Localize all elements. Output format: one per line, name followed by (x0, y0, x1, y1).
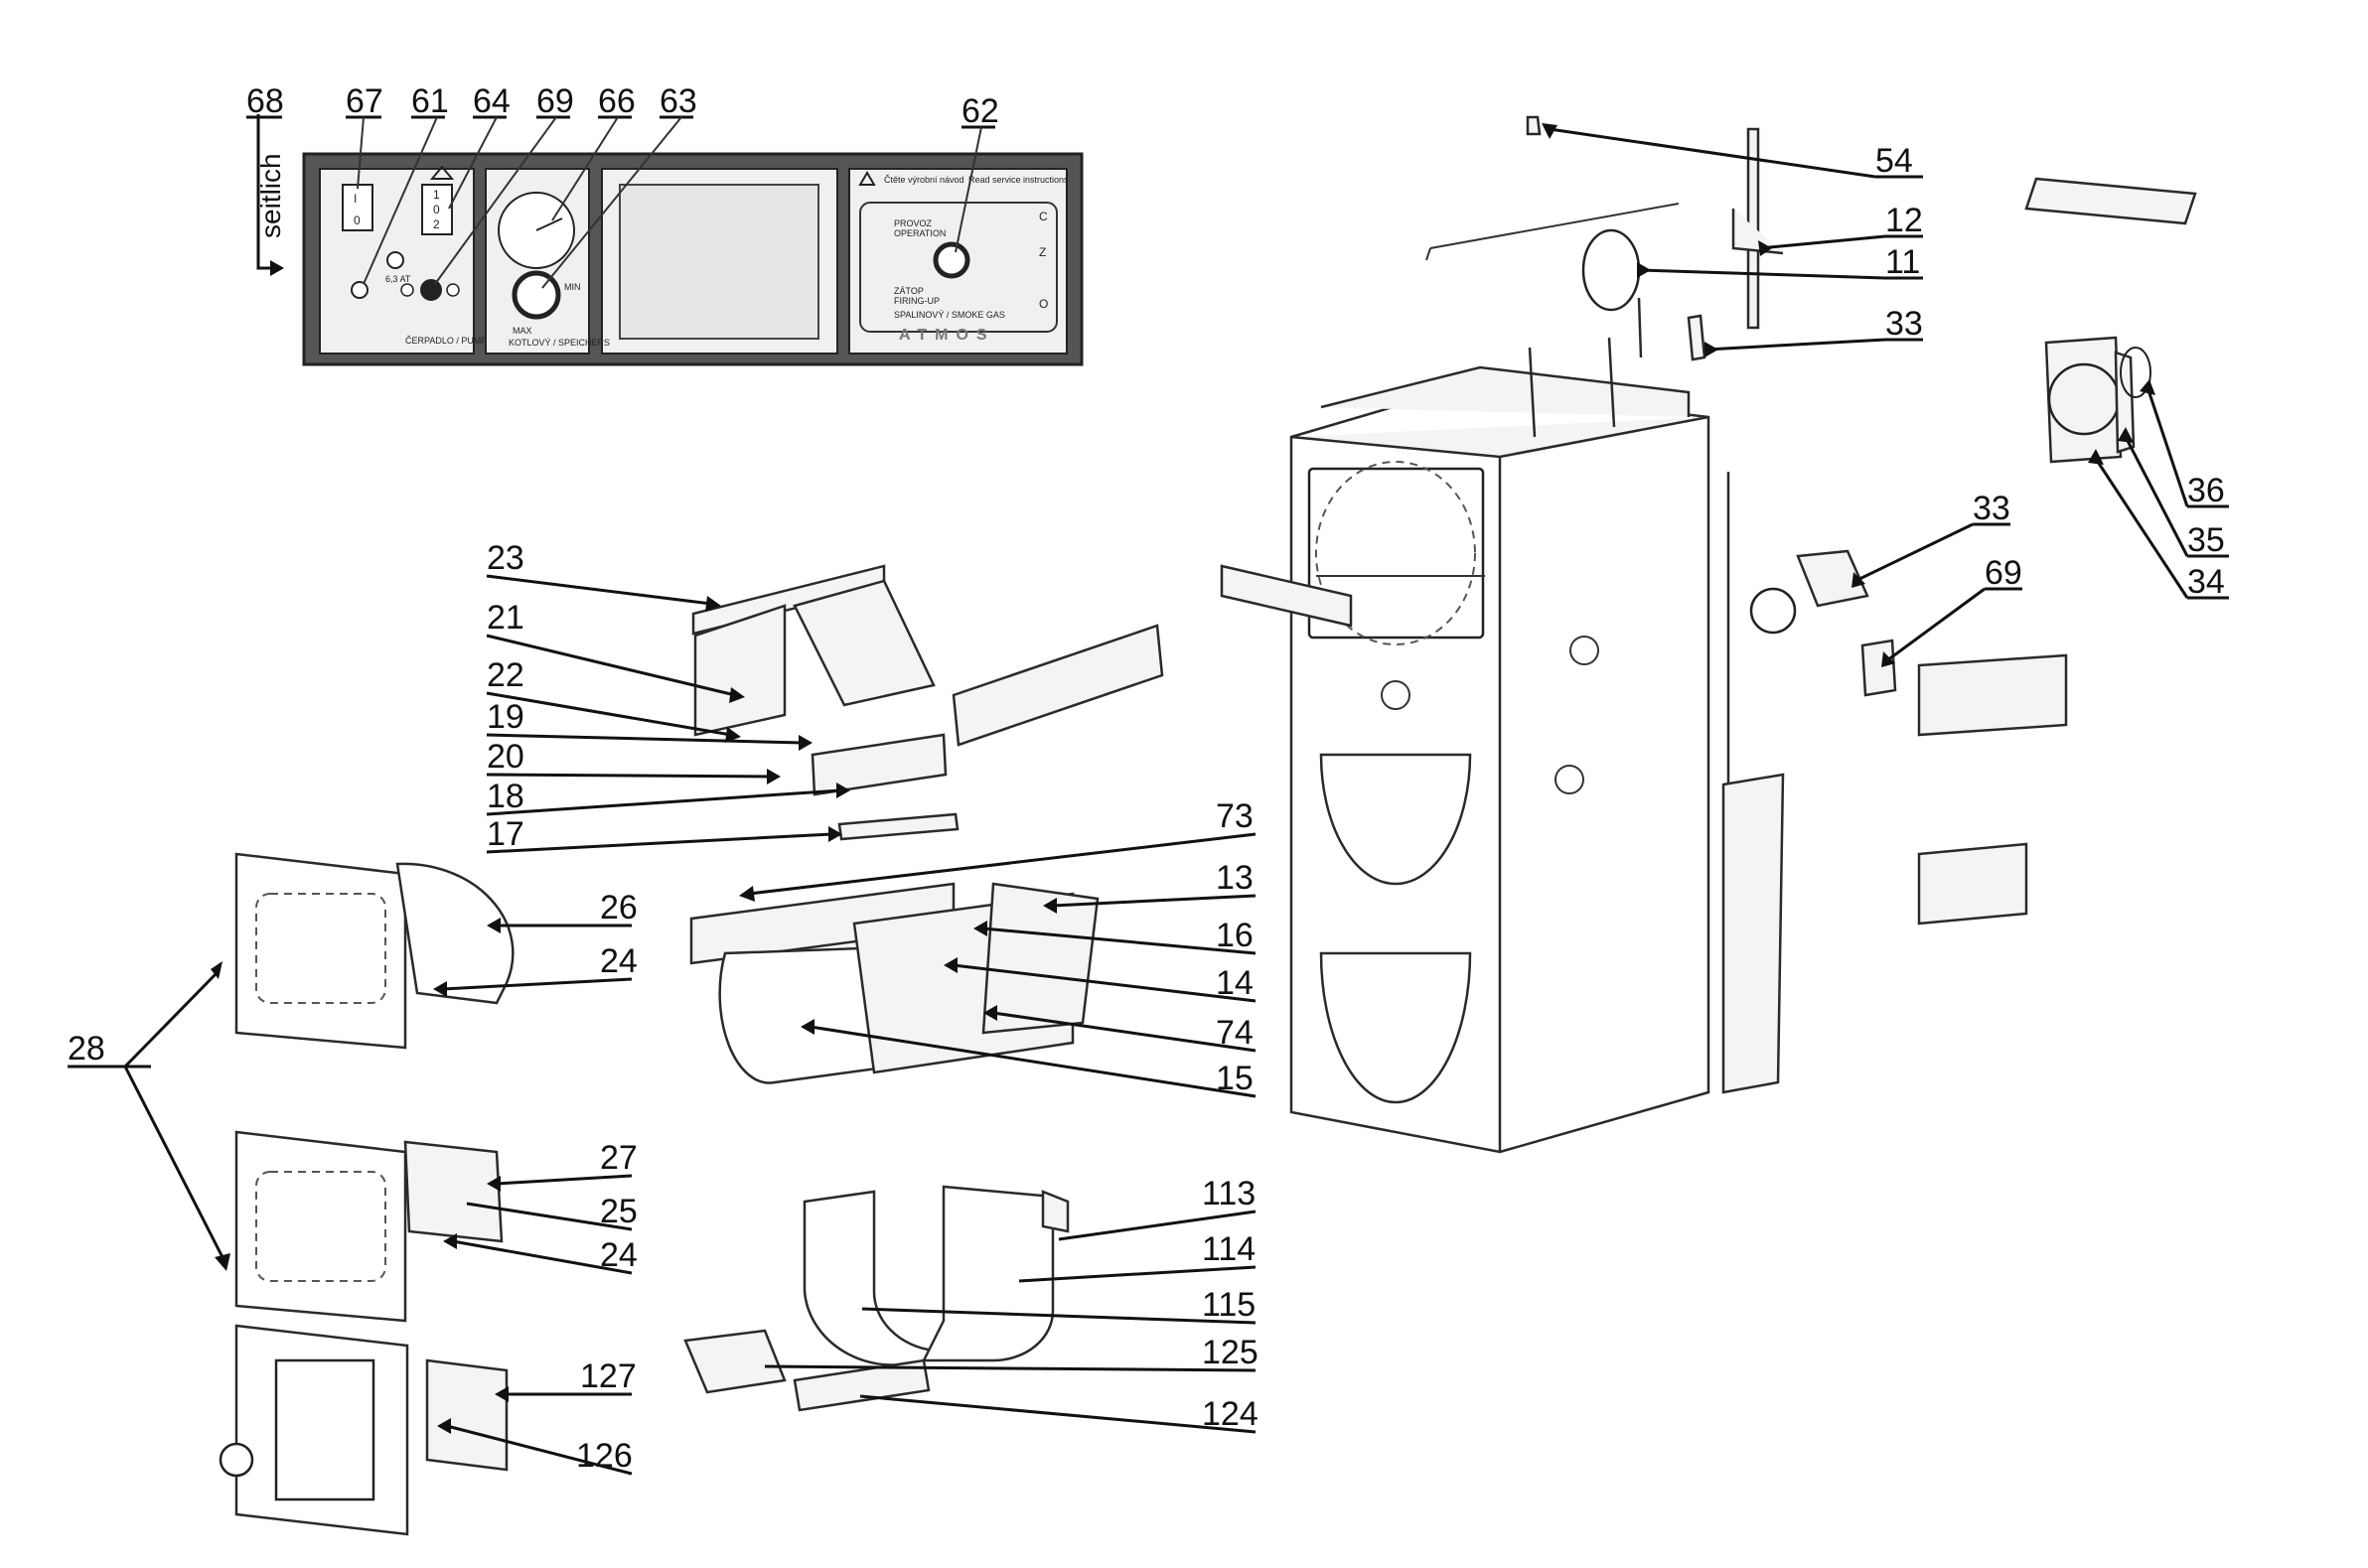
callout-11: 11 (1885, 243, 1920, 281)
right-parts (1749, 177, 2197, 926)
callout-67: 67 (346, 82, 383, 120)
callout-73: 73 (1216, 797, 1254, 835)
callout-63: 63 (660, 82, 697, 120)
warning-text-2: Read service instructions (968, 175, 1069, 185)
chamber-callouts: 73 13 16 14 74 15 (739, 797, 1257, 1098)
callout-21: 21 (487, 599, 524, 637)
boiler-label: KOTLOVÝ / SPEICHERS (509, 338, 610, 348)
control-panel: I 0 1 0 2 6,3 AT ČERPADLO / PUMP MAX MIN… (302, 152, 1084, 366)
door-callouts: 26 24 28 27 25 24 127 126 (68, 889, 638, 1476)
c-letter: C (1039, 210, 1048, 223)
o-letter: O (1039, 297, 1048, 311)
callout-12: 12 (1885, 202, 1923, 239)
callout-20: 20 (487, 738, 524, 776)
callout-13: 13 (1216, 859, 1254, 897)
callout-64: 64 (473, 82, 511, 120)
callout-18: 18 (487, 778, 524, 815)
callout-36: 36 (2187, 472, 2225, 509)
callout-66: 66 (598, 82, 636, 120)
callout-34: 34 (2187, 563, 2225, 601)
callout-62: 62 (962, 92, 999, 130)
indicator-right (446, 283, 460, 297)
callout-54: 54 (1875, 142, 1913, 180)
firing-label: ZÁTOP (894, 286, 924, 296)
panel-callouts: 68 67 61 64 69 66 63 62 (246, 82, 999, 289)
right-callouts: 54 12 11 33 36 35 34 33 69 (1542, 123, 2229, 667)
grate-assembly (691, 564, 1164, 841)
boiler-body (1220, 297, 1785, 1154)
callout-68: 68 (246, 82, 284, 120)
doors (219, 852, 515, 1536)
z-letter: Z (1039, 245, 1046, 259)
grate-callouts: 23 21 22 19 20 18 17 (486, 539, 850, 854)
min-label: MIN (564, 282, 581, 292)
firing-label-2: FIRING-UP (894, 296, 940, 306)
callout-114: 114 (1202, 1230, 1256, 1268)
callout-33-top: 33 (1885, 305, 1923, 343)
ceramic-liners (683, 1185, 1070, 1412)
switch1-bottom: 0 (354, 214, 361, 227)
callout-69-right: 69 (1985, 554, 2022, 592)
max-label: MAX (513, 326, 532, 336)
callout-27: 27 (600, 1139, 638, 1177)
liner-callouts: 113 114 115 125 124 (764, 1175, 1258, 1434)
switch2-2: 2 (433, 217, 440, 231)
callout-17: 17 (487, 815, 524, 853)
switch2-1: 1 (433, 188, 440, 202)
combustion-chamber (689, 882, 1100, 1084)
flue-label: SPALINOVÝ / SMOKE GAS (894, 310, 1005, 320)
thermostat-knob (386, 251, 404, 269)
callout-26: 26 (600, 889, 638, 927)
flue-damper-knob (933, 241, 970, 279)
warning-text: Čtěte výrobní návod (884, 175, 964, 185)
callout-126: 126 (576, 1437, 633, 1475)
callout-69: 69 (536, 82, 574, 120)
mode-switch (421, 184, 453, 235)
operation-label-2: OPERATION (894, 228, 946, 238)
callout-61: 61 (411, 82, 449, 120)
callout-16: 16 (1216, 917, 1254, 954)
warning-triangle-icon (429, 165, 455, 180)
main-switch (342, 184, 373, 231)
boiler-thermostat-knob (512, 270, 561, 320)
callout-115: 115 (1202, 1286, 1256, 1324)
callout-113: 113 (1202, 1175, 1256, 1212)
side-note: seitlich (255, 153, 286, 238)
operation-label: PROVOZ (894, 218, 933, 228)
callout-125: 125 (1202, 1334, 1258, 1371)
callout-33-right: 33 (1973, 490, 2010, 527)
callout-28: 28 (68, 1030, 105, 1068)
callout-19: 19 (487, 698, 524, 736)
pump-label: ČERPADLO / PUMP (405, 336, 487, 346)
switch1-top: I (354, 192, 357, 206)
switch2-0: 0 (433, 203, 440, 216)
brand-logo: ATMOS (899, 327, 995, 344)
callout-24-top: 24 (600, 942, 638, 980)
fuse-label: 6,3 AT (385, 274, 411, 284)
fuse-holder (351, 281, 369, 299)
top-parts (1425, 115, 1784, 361)
callout-35: 35 (2187, 521, 2225, 559)
callout-23: 23 (487, 539, 524, 577)
callout-22: 22 (487, 656, 524, 694)
indicator-left (400, 283, 414, 297)
pump-thermostat (420, 279, 442, 301)
callout-127: 127 (580, 1357, 637, 1395)
caution-icon (858, 171, 876, 186)
